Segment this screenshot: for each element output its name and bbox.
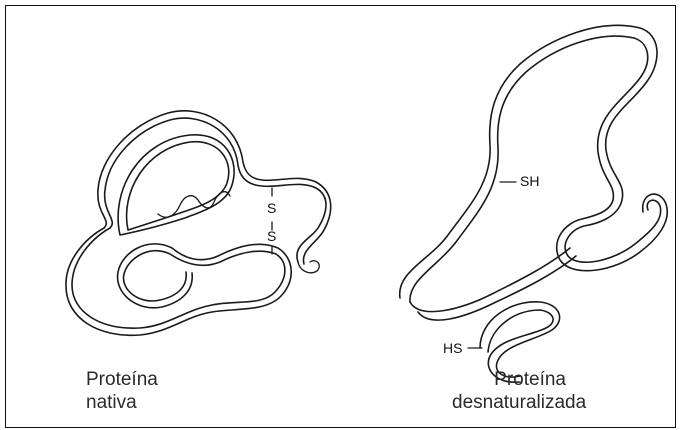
denatured-protein-ribbon xyxy=(400,25,668,382)
sh-label: SH xyxy=(520,173,539,189)
denatured-caption: Proteína desnaturalizada xyxy=(474,368,586,414)
disulfide-s-lower: S xyxy=(267,228,276,244)
denatured-caption-line1: Proteína xyxy=(474,368,586,391)
denatured-caption-line2: desnaturalizada xyxy=(452,391,586,414)
native-caption-line1: Proteína xyxy=(86,368,158,391)
native-caption-line2: nativa xyxy=(86,391,158,414)
native-caption: Proteína nativa xyxy=(86,368,158,414)
disulfide-s-upper: S xyxy=(267,200,276,216)
hs-label: HS xyxy=(443,340,462,356)
native-protein-ribbon xyxy=(66,111,331,335)
